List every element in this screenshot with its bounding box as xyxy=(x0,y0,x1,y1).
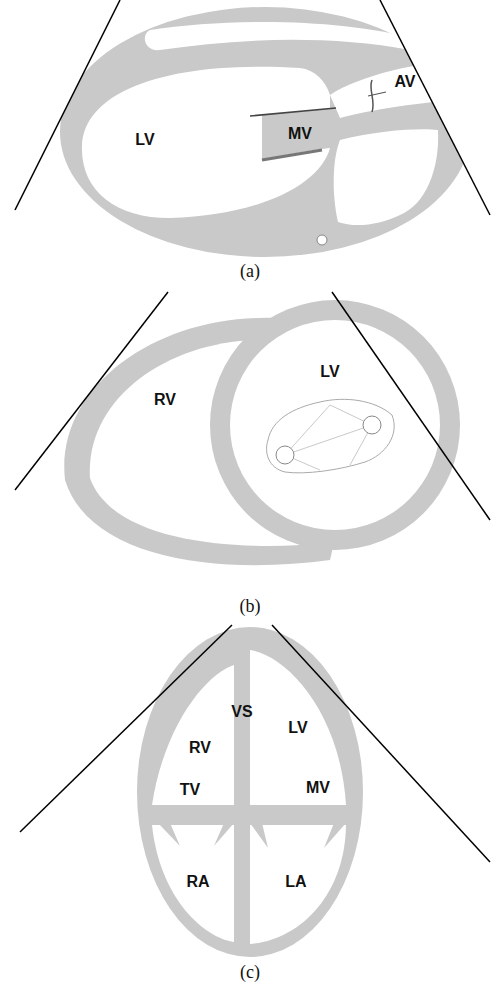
sector-edge xyxy=(380,0,490,215)
chordae xyxy=(285,405,372,470)
chamber-label: LA xyxy=(285,874,306,890)
valve-label: MV xyxy=(288,126,312,142)
papillary-muscle xyxy=(276,446,294,464)
right-atrium-cavity xyxy=(152,825,234,942)
sector-edge xyxy=(20,625,232,832)
left-ventricle-cavity xyxy=(230,320,440,530)
chamber-label: LV xyxy=(135,132,154,148)
mitral-leaflets xyxy=(250,823,346,848)
left-ventricle-cavity xyxy=(82,67,330,218)
mitral-leaflet xyxy=(250,108,336,116)
coronary-sinus xyxy=(317,235,327,245)
four-chamber-heart xyxy=(137,627,363,957)
aortic-valve-leaflet xyxy=(368,92,386,96)
chamber-label: RV xyxy=(154,392,176,408)
long-axis-heart xyxy=(60,7,470,257)
septum-label: VS xyxy=(231,704,252,720)
chamber-label: RV xyxy=(189,740,211,756)
panel-label: (a) xyxy=(240,262,260,280)
valve-label: AV xyxy=(394,74,415,90)
panel-label: (c) xyxy=(240,963,260,981)
left-ventricle-cavity xyxy=(250,650,346,805)
sector-edge xyxy=(272,625,490,862)
mitral-leaflet xyxy=(262,150,322,160)
sector-edge xyxy=(15,292,168,490)
left-ventricle-wall xyxy=(210,300,460,550)
chamber-label: LV xyxy=(288,720,307,736)
right-ventricle-cavity xyxy=(145,22,424,50)
heart-wall xyxy=(137,627,363,957)
chamber-label: RA xyxy=(186,874,209,890)
sector-edge xyxy=(15,0,120,210)
left-atrium-cavity xyxy=(334,129,438,225)
valve-label: TV xyxy=(180,782,200,798)
chamber-label: LV xyxy=(320,364,339,380)
sector-edge xyxy=(332,292,490,520)
valve-label: MV xyxy=(306,780,330,796)
papillary-muscle xyxy=(363,416,381,434)
heart-wall xyxy=(60,7,470,257)
right-ventricle-cavity xyxy=(152,665,234,805)
panel-label: (b) xyxy=(240,597,261,615)
short-axis-heart xyxy=(64,300,460,565)
tricuspid-leaflets xyxy=(158,823,234,846)
mitral-apparatus xyxy=(267,399,395,473)
aortic-root xyxy=(330,60,462,118)
aortic-valve-leaflet xyxy=(371,80,373,112)
